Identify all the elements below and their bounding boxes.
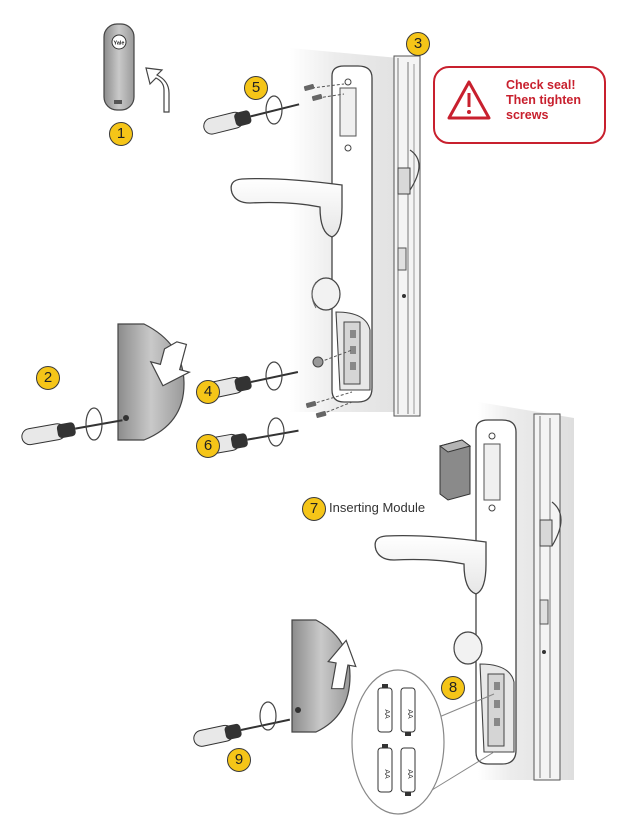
bottom-door-frame bbox=[533, 413, 561, 781]
arrow-up-icon bbox=[327, 639, 357, 690]
cover-with-logo bbox=[103, 23, 135, 111]
bottom-door-assembly bbox=[374, 402, 574, 781]
top-latch bbox=[397, 167, 411, 195]
warning-line-2: Then tighten bbox=[506, 93, 581, 107]
warning-line-3: screws bbox=[506, 108, 549, 122]
battery-icon bbox=[377, 684, 416, 796]
battery-label: AA bbox=[406, 769, 413, 779]
top-door-assembly bbox=[230, 48, 421, 418]
battery-label: AA bbox=[383, 709, 390, 719]
step-number-1: 1 bbox=[109, 122, 133, 146]
step-number-2: 2 bbox=[36, 366, 60, 390]
step-number-8: 8 bbox=[441, 676, 465, 700]
cover-reattach bbox=[291, 619, 351, 733]
bottom-handle-lever bbox=[374, 534, 487, 595]
module-label: Inserting Module bbox=[329, 500, 426, 515]
top-handle-lever bbox=[230, 177, 343, 238]
arrow-up-icon bbox=[145, 67, 170, 113]
battery-label: AA bbox=[406, 709, 413, 719]
arrow-down-icon bbox=[149, 341, 192, 387]
warning-text: Check seal! Then tighten screws bbox=[506, 78, 601, 123]
bottom-thumb-turn bbox=[453, 631, 483, 665]
module-block bbox=[438, 439, 472, 501]
step-number-6: 6 bbox=[196, 434, 220, 458]
brand-logo: Yale bbox=[113, 41, 124, 47]
step-number-5: 5 bbox=[244, 76, 268, 100]
step-number-3: 3 bbox=[406, 32, 430, 56]
battery-label: AA bbox=[383, 769, 390, 779]
rotate-icon bbox=[85, 95, 285, 731]
step-number-4: 4 bbox=[196, 380, 220, 404]
screw-icon bbox=[303, 83, 327, 418]
step-number-9: 9 bbox=[227, 748, 251, 772]
step-number-7: 7 bbox=[302, 497, 326, 521]
warning-line-1: Check seal! bbox=[506, 78, 576, 92]
battery-callout: AA AA AA AA bbox=[351, 669, 495, 815]
